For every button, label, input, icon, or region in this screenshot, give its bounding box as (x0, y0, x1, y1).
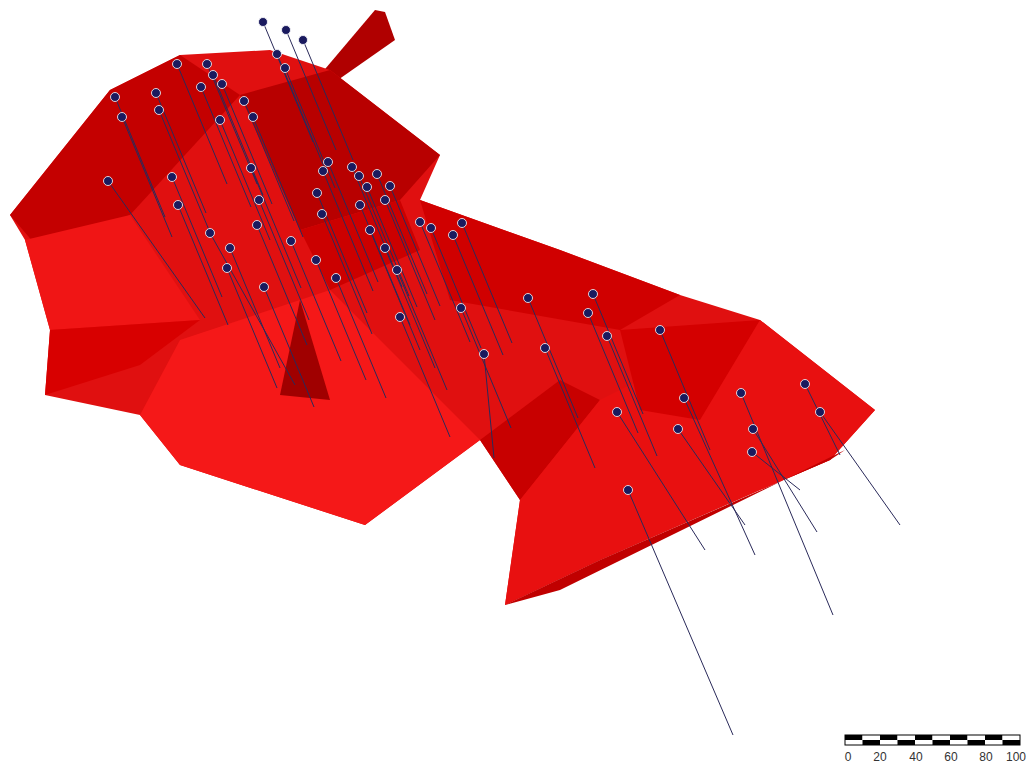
drill-hole-traces (108, 22, 900, 735)
scale-bar (845, 735, 1020, 745)
ore-body (10, 10, 875, 605)
scale-label: 100 (1006, 751, 1026, 763)
scale-label: 20 (873, 751, 886, 763)
scale-label: 80 (979, 751, 992, 763)
drill-hole-collars (104, 18, 825, 495)
scale-label: 0 (845, 751, 852, 763)
scale-label: 40 (909, 751, 922, 763)
scale-label: 60 (944, 751, 957, 763)
